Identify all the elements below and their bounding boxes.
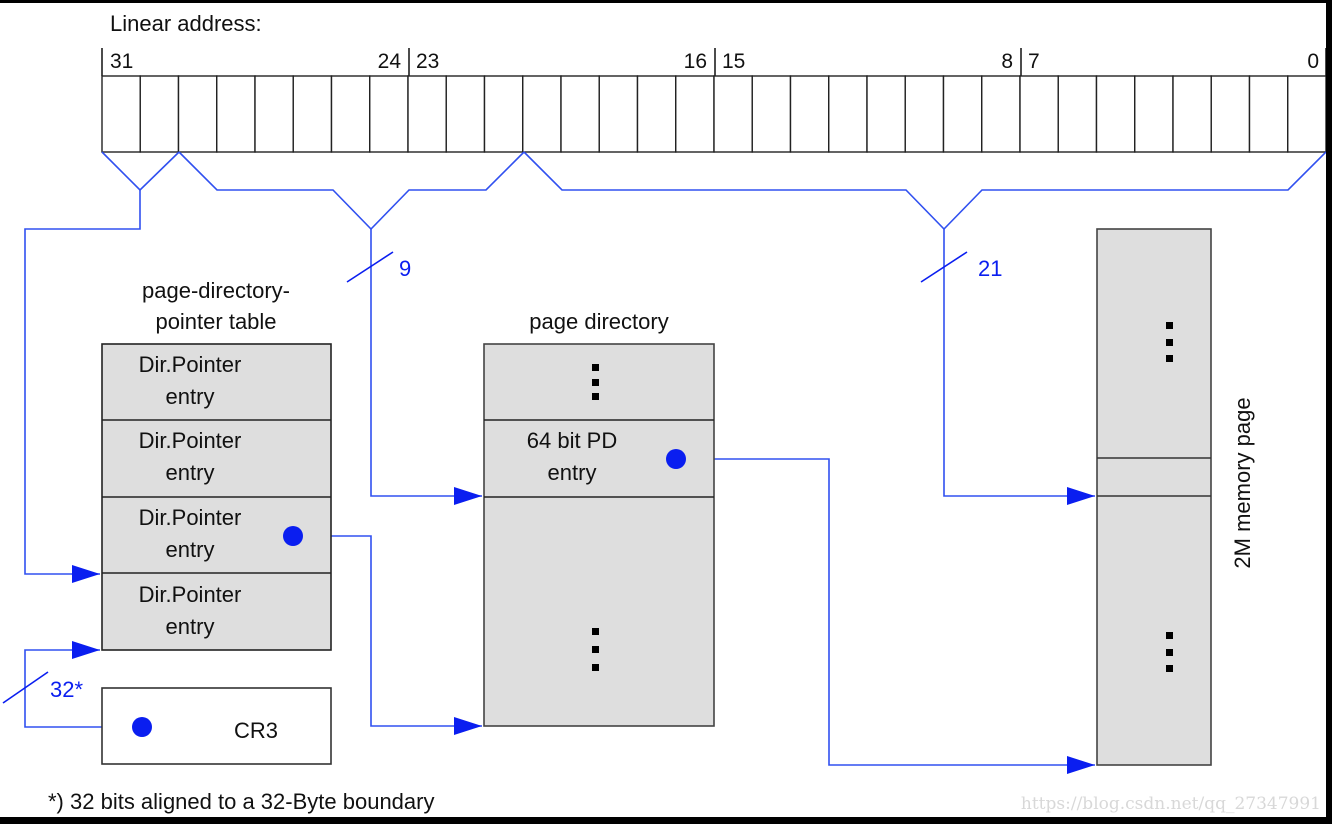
slash-offset xyxy=(920,251,968,283)
bit-cell-13 xyxy=(789,75,830,153)
bit-cell-4 xyxy=(1134,75,1174,153)
bit-cell-28 xyxy=(216,75,256,153)
bit-cell-16 xyxy=(675,75,715,153)
bit-cell-30 xyxy=(139,75,180,153)
pdpt-entry-1-line2: entry xyxy=(166,384,215,409)
bit-cell-6 xyxy=(1057,75,1098,153)
page-directory-table: 64 bit PD entry xyxy=(483,343,715,727)
pd-title: page directory xyxy=(529,309,668,334)
pdpt-title-line1: page-directory- xyxy=(142,278,290,303)
pdpt-entry-4-line2: entry xyxy=(166,614,215,639)
diagram-canvas: Linear address: 31 24 23 16 15 8 7 0 xyxy=(0,3,1326,817)
field-braces xyxy=(101,151,1326,231)
bit-cell-14 xyxy=(751,75,792,153)
footnote: *) 32 bits aligned to a 32-Byte boundary xyxy=(48,789,434,814)
bit-cell-31 xyxy=(101,75,141,153)
bit-cell-22 xyxy=(445,75,486,153)
bit-cell-19 xyxy=(560,75,600,153)
bit-cells xyxy=(101,75,1326,153)
bit-label-24: 24 xyxy=(378,50,402,73)
pdpt-entry-3-line2: entry xyxy=(166,537,215,562)
bit-cell-26 xyxy=(292,75,333,153)
bit-label-23: 23 xyxy=(416,50,439,73)
arrow-to-page-offset xyxy=(943,229,1095,505)
pdpt-table: Dir.Pointer entry Dir.Pointer entry Dir.… xyxy=(101,343,332,651)
bit-cell-1 xyxy=(1248,75,1289,153)
pdpt-entry-2-line1: Dir.Pointer xyxy=(139,428,242,453)
arrow-to-pd-entry xyxy=(370,229,482,505)
ellipsis-icon xyxy=(1166,632,1173,672)
bit-ruler: 31 24 23 16 15 8 7 0 xyxy=(101,48,1326,76)
slash-pd-index xyxy=(346,251,394,283)
pdpt-entry-pointer-dot xyxy=(283,526,303,546)
ellipsis-icon xyxy=(592,628,599,671)
memory-page-label: 2M memory page xyxy=(1230,397,1255,568)
watermark: https://blog.csdn.net/qq_27347991 xyxy=(1021,794,1321,814)
bit-label-0: 0 xyxy=(1307,50,1319,73)
bit-cell-3 xyxy=(1172,75,1212,153)
bit-cell-27 xyxy=(254,75,294,153)
cr3-label: CR3 xyxy=(234,718,278,743)
bit-cell-2 xyxy=(1210,75,1251,153)
width-label-pdpt: 32* xyxy=(50,677,83,702)
pd-entry-line2: entry xyxy=(548,460,597,485)
pd-entry-line1: 64 bit PD xyxy=(527,428,618,453)
bit-cell-0 xyxy=(1287,75,1326,153)
ellipsis-icon xyxy=(592,364,599,400)
bit-label-7: 7 xyxy=(1028,50,1040,73)
pdpt-title-line2: pointer table xyxy=(155,309,276,334)
memory-page: 2M memory page xyxy=(1096,228,1255,766)
bit-cell-24 xyxy=(369,75,409,153)
connectors xyxy=(24,190,1095,774)
pdpt-entry-2-line2: entry xyxy=(166,460,215,485)
bit-cell-20 xyxy=(522,75,562,153)
bit-cell-9 xyxy=(942,75,983,153)
brace-pdpt-index xyxy=(101,151,180,192)
width-label-pd-index: 9 xyxy=(399,256,411,281)
bit-cell-8 xyxy=(981,75,1021,153)
bit-cell-10 xyxy=(904,75,945,153)
brace-offset xyxy=(523,151,1326,231)
bit-label-16: 16 xyxy=(684,50,707,73)
brace-pd-index xyxy=(178,151,525,231)
bit-cell-23 xyxy=(407,75,447,153)
bit-label-15: 15 xyxy=(722,50,745,73)
bit-cell-18 xyxy=(598,75,639,153)
ellipsis-icon xyxy=(1166,322,1173,362)
bit-cell-17 xyxy=(636,75,677,153)
width-slashes xyxy=(2,251,968,704)
bit-cell-29 xyxy=(177,75,218,153)
slash-pdpt xyxy=(2,671,49,704)
bit-cell-5 xyxy=(1095,75,1136,153)
arrow-pd-to-page xyxy=(676,458,1095,774)
memory-page-frame xyxy=(1096,228,1212,766)
arrow-pdpt-to-pd xyxy=(293,535,482,735)
bit-cell-11 xyxy=(866,75,906,153)
bit-cell-12 xyxy=(828,75,868,153)
pdpt-entry-4-line1: Dir.Pointer xyxy=(139,582,242,607)
pdpt-entry-1-line1: Dir.Pointer xyxy=(139,352,242,377)
paging-diagram: Linear address: 31 24 23 16 15 8 7 0 xyxy=(2,11,1326,814)
bit-cell-21 xyxy=(483,75,524,153)
bit-cell-25 xyxy=(330,75,371,153)
bit-cell-7 xyxy=(1019,75,1059,153)
arrow-to-pdpt-entry xyxy=(24,190,141,583)
bit-label-8: 8 xyxy=(1001,50,1013,73)
pd-frame xyxy=(483,343,715,727)
cr3-register: CR3 xyxy=(101,687,332,765)
bit-cell-15 xyxy=(713,75,753,153)
width-label-offset: 21 xyxy=(978,256,1002,281)
linear-address-title: Linear address: xyxy=(110,11,262,36)
bit-label-31: 31 xyxy=(110,50,133,73)
pd-entry-pointer-dot xyxy=(666,449,686,469)
cr3-pointer-dot xyxy=(132,717,152,737)
pdpt-entry-3-line1: Dir.Pointer xyxy=(139,505,242,530)
